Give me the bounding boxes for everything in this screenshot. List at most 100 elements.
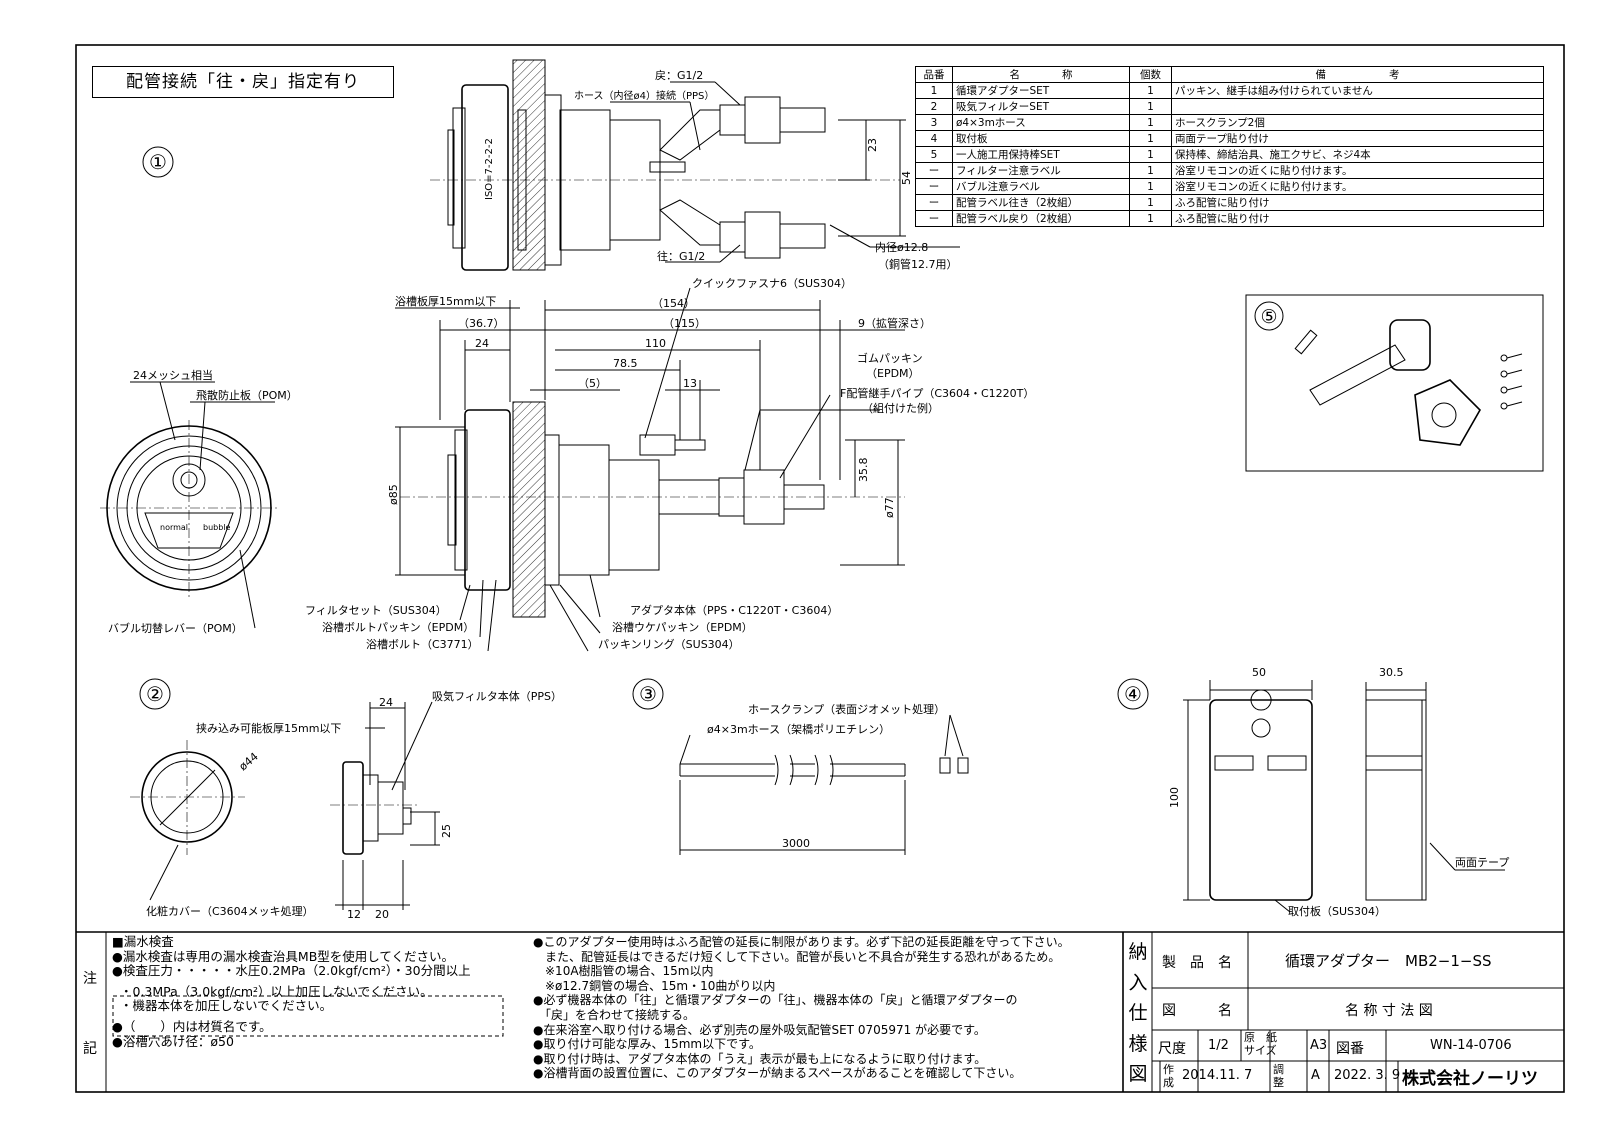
- view2-drawing: [130, 701, 440, 910]
- note-line: 「戻」を合わせて接続する。: [533, 1007, 696, 1022]
- created-label: 作成: [1163, 1063, 1174, 1089]
- quick-fastener-label: クイックファスナ6（SUS304）: [692, 277, 852, 290]
- view2-dim-20: 20: [375, 908, 389, 921]
- note-line: ●（ ）内は材質名です。: [112, 1018, 272, 1034]
- drawing-number-label: 図番: [1336, 1041, 1364, 1057]
- svg-text:①: ①: [149, 150, 167, 174]
- view2-dim-24: 24: [379, 696, 393, 709]
- svg-text:③: ③: [639, 682, 657, 706]
- note-line: ●取り付け可能な厚み、15mm以下です。: [533, 1037, 761, 1052]
- dim-3000: 3000: [782, 837, 810, 850]
- svg-text:normal: normal: [160, 523, 188, 532]
- dim-35-8: 35.8: [857, 458, 870, 483]
- note-line: ●検査圧力・・・・・水圧0.2MPa（2.0kgf/cm²）・30分間以上: [112, 963, 471, 979]
- svg-text:23: 23: [866, 138, 879, 152]
- splash-plate-label: 飛散防止板（POM）: [196, 388, 298, 402]
- dim-13: 13: [683, 377, 697, 390]
- drawing-number: WN-14-0706: [1430, 1038, 1512, 1053]
- scale-label: 尺度: [1158, 1041, 1186, 1057]
- decorative-cover-label: 化粧カバー（C3604メッキ処理）: [146, 904, 314, 918]
- copper-pipe-label: （銅管12.7用）: [878, 257, 958, 271]
- note-line: ■漏水検査: [112, 934, 174, 949]
- note-line: ●このアダプター使用時はふろ配管の延長に制限があります。必ず下記の延長距離を守っ…: [533, 935, 1070, 949]
- drawing-name: 名 称 寸 法 図: [1345, 1003, 1433, 1019]
- note-line: ※10A樹脂管の場合、15m以内: [533, 964, 714, 979]
- bubble-lever-label: バブル切替レバー（POM）: [108, 621, 243, 635]
- double-tape-label: 両面テープ: [1455, 856, 1509, 869]
- hose-clamp-label: ホースクランプ（表面ジオメット処理）: [748, 702, 945, 716]
- dim-44: ø44: [237, 750, 261, 773]
- clamp-thickness-label: 挟み込み可能板厚15mm以下: [196, 721, 341, 735]
- note-line: ●取り付け時は、アダプタ本体の「うえ」表示が最も上になるように取り付けます。: [533, 1051, 987, 1066]
- adjusted-label: 調整: [1273, 1063, 1284, 1089]
- view-number-2: ②: [139, 678, 171, 710]
- dim-78-5: 78.5: [613, 357, 638, 370]
- scale-value: 1/2: [1208, 1038, 1229, 1053]
- note-line: ●必ず機器本体の「往」と循環アダプターの「往」、機器本体の「戻」と循環アダプター…: [533, 993, 1018, 1008]
- view2-dim-12: 12: [347, 908, 361, 921]
- dim-24: 24: [475, 337, 489, 350]
- note-line: ●浴槽背面の設置位置に、このアダプターが納まるスペースがあることを確認して下さい…: [533, 1066, 1022, 1081]
- notes-label-top: 注: [83, 971, 97, 987]
- dim-77: ø77: [883, 497, 896, 518]
- filter-body-label: 吸気フィルタ本体（PPS）: [432, 689, 562, 703]
- view3-drawing: [679, 714, 969, 855]
- svg-text:bubble: bubble: [203, 523, 231, 532]
- dim-115: （115）: [663, 317, 706, 330]
- view-number-4: ④: [1117, 678, 1149, 710]
- drawing-border: [75, 44, 1565, 1093]
- product-name: 循環アダプター MB2−1−SS: [1285, 952, 1492, 970]
- drawing-name-label: 図 名: [1162, 1003, 1232, 1019]
- svg-text:ISO=7-2-2-2: ISO=7-2-2-2: [484, 138, 495, 200]
- title-block-grid: [1152, 932, 1564, 1092]
- note-line: ●在来浴室へ取り付ける場合、必ず別売の屋外吸気配管SET 0705971 が必要…: [533, 1022, 986, 1037]
- supply-port-label: 往：G1/2: [657, 249, 705, 263]
- dim-5: （5）: [578, 377, 607, 390]
- note-line: ※ø12.7銅管の場合、15m・10曲がり以内: [533, 978, 776, 993]
- mounting-plate-label: 取付板（SUS304）: [1288, 904, 1386, 918]
- svg-text:⑤: ⑤: [1260, 306, 1277, 328]
- view-number-1: ①: [142, 146, 174, 178]
- dim-154: （154）: [652, 297, 695, 310]
- mesh-label: 24メッシュ相当: [133, 368, 213, 382]
- note-line: ●浴槽穴あけ径：ø50: [112, 1033, 234, 1049]
- view5-drawing: ⑤: [1245, 294, 1544, 472]
- tub-receive-packing-label: 浴槽ウケパッキン（EPDM）: [612, 621, 753, 634]
- note-line: ●漏水検査は専用の漏水検査治具MB型を使用してください。: [112, 948, 455, 964]
- hose-label: ø4×3mホース（架橋ポリエチレン）: [707, 722, 890, 736]
- product-name-label: 製 品 名: [1162, 955, 1232, 971]
- connection-note-title: 配管接続「往・戻」指定有り: [92, 66, 394, 98]
- dim-9: 9（拡管深さ）: [858, 316, 931, 330]
- view1-top-drawing: ISO=7-2-2-2 23 54: [430, 59, 960, 271]
- svg-text:54: 54: [900, 171, 913, 185]
- svg-text:④: ④: [1124, 682, 1142, 706]
- notes-label-bottom: 記: [83, 1041, 97, 1057]
- company-logo: 株式会社ノーリツ: [1402, 1069, 1538, 1089]
- inner-diameter-label: 内径ø12.8: [875, 240, 928, 254]
- svg-text:②: ②: [146, 682, 164, 706]
- hose-connection-label: ホース（内径ø4）接続（PPS）: [574, 89, 714, 102]
- note-line: ・機器本体を加圧しないでください。: [120, 998, 333, 1014]
- dim-110: 110: [645, 337, 666, 350]
- dim-36-7: （36.7）: [458, 317, 505, 330]
- notes-right: ●このアダプター使用時はふろ配管の延長に制限があります。必ず下記の延長距離を守っ…: [533, 935, 1070, 1081]
- epdm-label: （EPDM）: [866, 367, 920, 380]
- paper-size-label: 原 紙 サイズ: [1244, 1031, 1277, 1057]
- revision-date: 2022. 3. 9: [1334, 1068, 1401, 1083]
- packing-ring-label: パッキンリング（SUS304）: [598, 637, 740, 651]
- filter-set-label: フィルタセット（SUS304）: [305, 604, 447, 617]
- view4-drawing: [1183, 680, 1505, 913]
- revision-letter: A: [1311, 1068, 1320, 1083]
- view4-dim-50: 50: [1252, 666, 1266, 679]
